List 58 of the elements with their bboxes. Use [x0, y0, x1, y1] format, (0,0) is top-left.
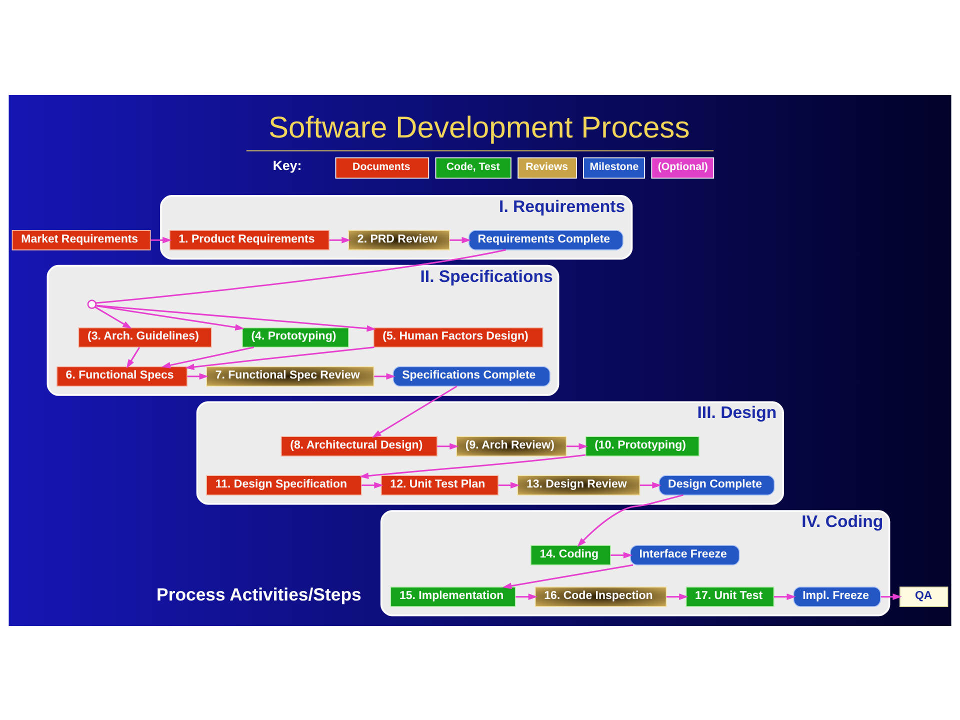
node-circle: [87, 299, 97, 308]
arrow: [566, 442, 588, 450]
arrow: [498, 482, 520, 488]
node-box: 17. Unit Test: [686, 586, 774, 606]
node-box: 2. PRD Review: [348, 229, 450, 250]
node-box: Interface Freeze: [630, 544, 740, 565]
arrow: [161, 346, 254, 368]
node-box: (10. Prototyping): [585, 436, 700, 456]
node-box: Requirements Complete: [468, 229, 624, 250]
node-box: (9. Arch Review): [456, 436, 567, 456]
arrow: [577, 494, 684, 546]
legend-label: Documents: [352, 160, 410, 172]
arrow: [150, 236, 172, 243]
arrow: [96, 304, 244, 330]
arrow: [666, 593, 688, 600]
arrow: [359, 454, 586, 479]
node-box: 14. Coding: [530, 544, 611, 565]
node-box: (3. Arch. Guidelines): [78, 326, 212, 348]
arrow: [450, 236, 471, 243]
arrow: [372, 385, 458, 438]
arrow: [640, 482, 662, 488]
arrow: [185, 346, 374, 370]
arrow: [94, 306, 132, 328]
node-box: 11. Design Specification: [206, 474, 362, 495]
arrow: [374, 372, 396, 380]
legend-label: Milestone: [590, 160, 639, 172]
node-box: (5. Human Factors Design): [373, 326, 544, 348]
node-box: Impl. Freeze: [793, 586, 881, 606]
node-box: 1. Product Requirements: [169, 229, 330, 250]
node-box: Market Requirements: [12, 229, 151, 250]
node-box: Specifications Complete: [392, 366, 550, 386]
arrow: [329, 236, 351, 243]
node-box: (8. Architectural Design): [280, 436, 438, 456]
node-box: 16. Code Inspection: [534, 586, 667, 606]
arrow: [610, 551, 633, 558]
arrow: [187, 372, 209, 380]
arrow: [96, 304, 376, 332]
caption: Process Activities/Steps: [156, 584, 362, 604]
node-box: 13. Design Review: [517, 474, 640, 495]
arrow: [516, 593, 538, 600]
node-box: 6. Functional Specs: [56, 366, 188, 386]
legend-label: Reviews: [526, 160, 568, 172]
arrow: [774, 593, 796, 600]
arrow: [126, 346, 140, 368]
node-box: 12. Unit Test Plan: [380, 474, 499, 495]
arrow: [437, 442, 459, 450]
node-box: (4. Prototyping): [242, 326, 350, 348]
label: Key:: [272, 158, 302, 173]
node-box: 7. Functional Spec Review: [206, 366, 374, 386]
legend-label: Code, Test: [446, 160, 500, 172]
arrow: [362, 482, 384, 488]
node-box: Design Complete: [658, 474, 775, 495]
legend-label: (Optional): [658, 160, 708, 172]
arrow: [880, 593, 902, 600]
diagram-title: Software Development Process: [268, 111, 690, 144]
node-box: QA: [900, 586, 948, 606]
node-box: 15. Implementation: [390, 586, 516, 606]
arrow: [502, 564, 634, 589]
